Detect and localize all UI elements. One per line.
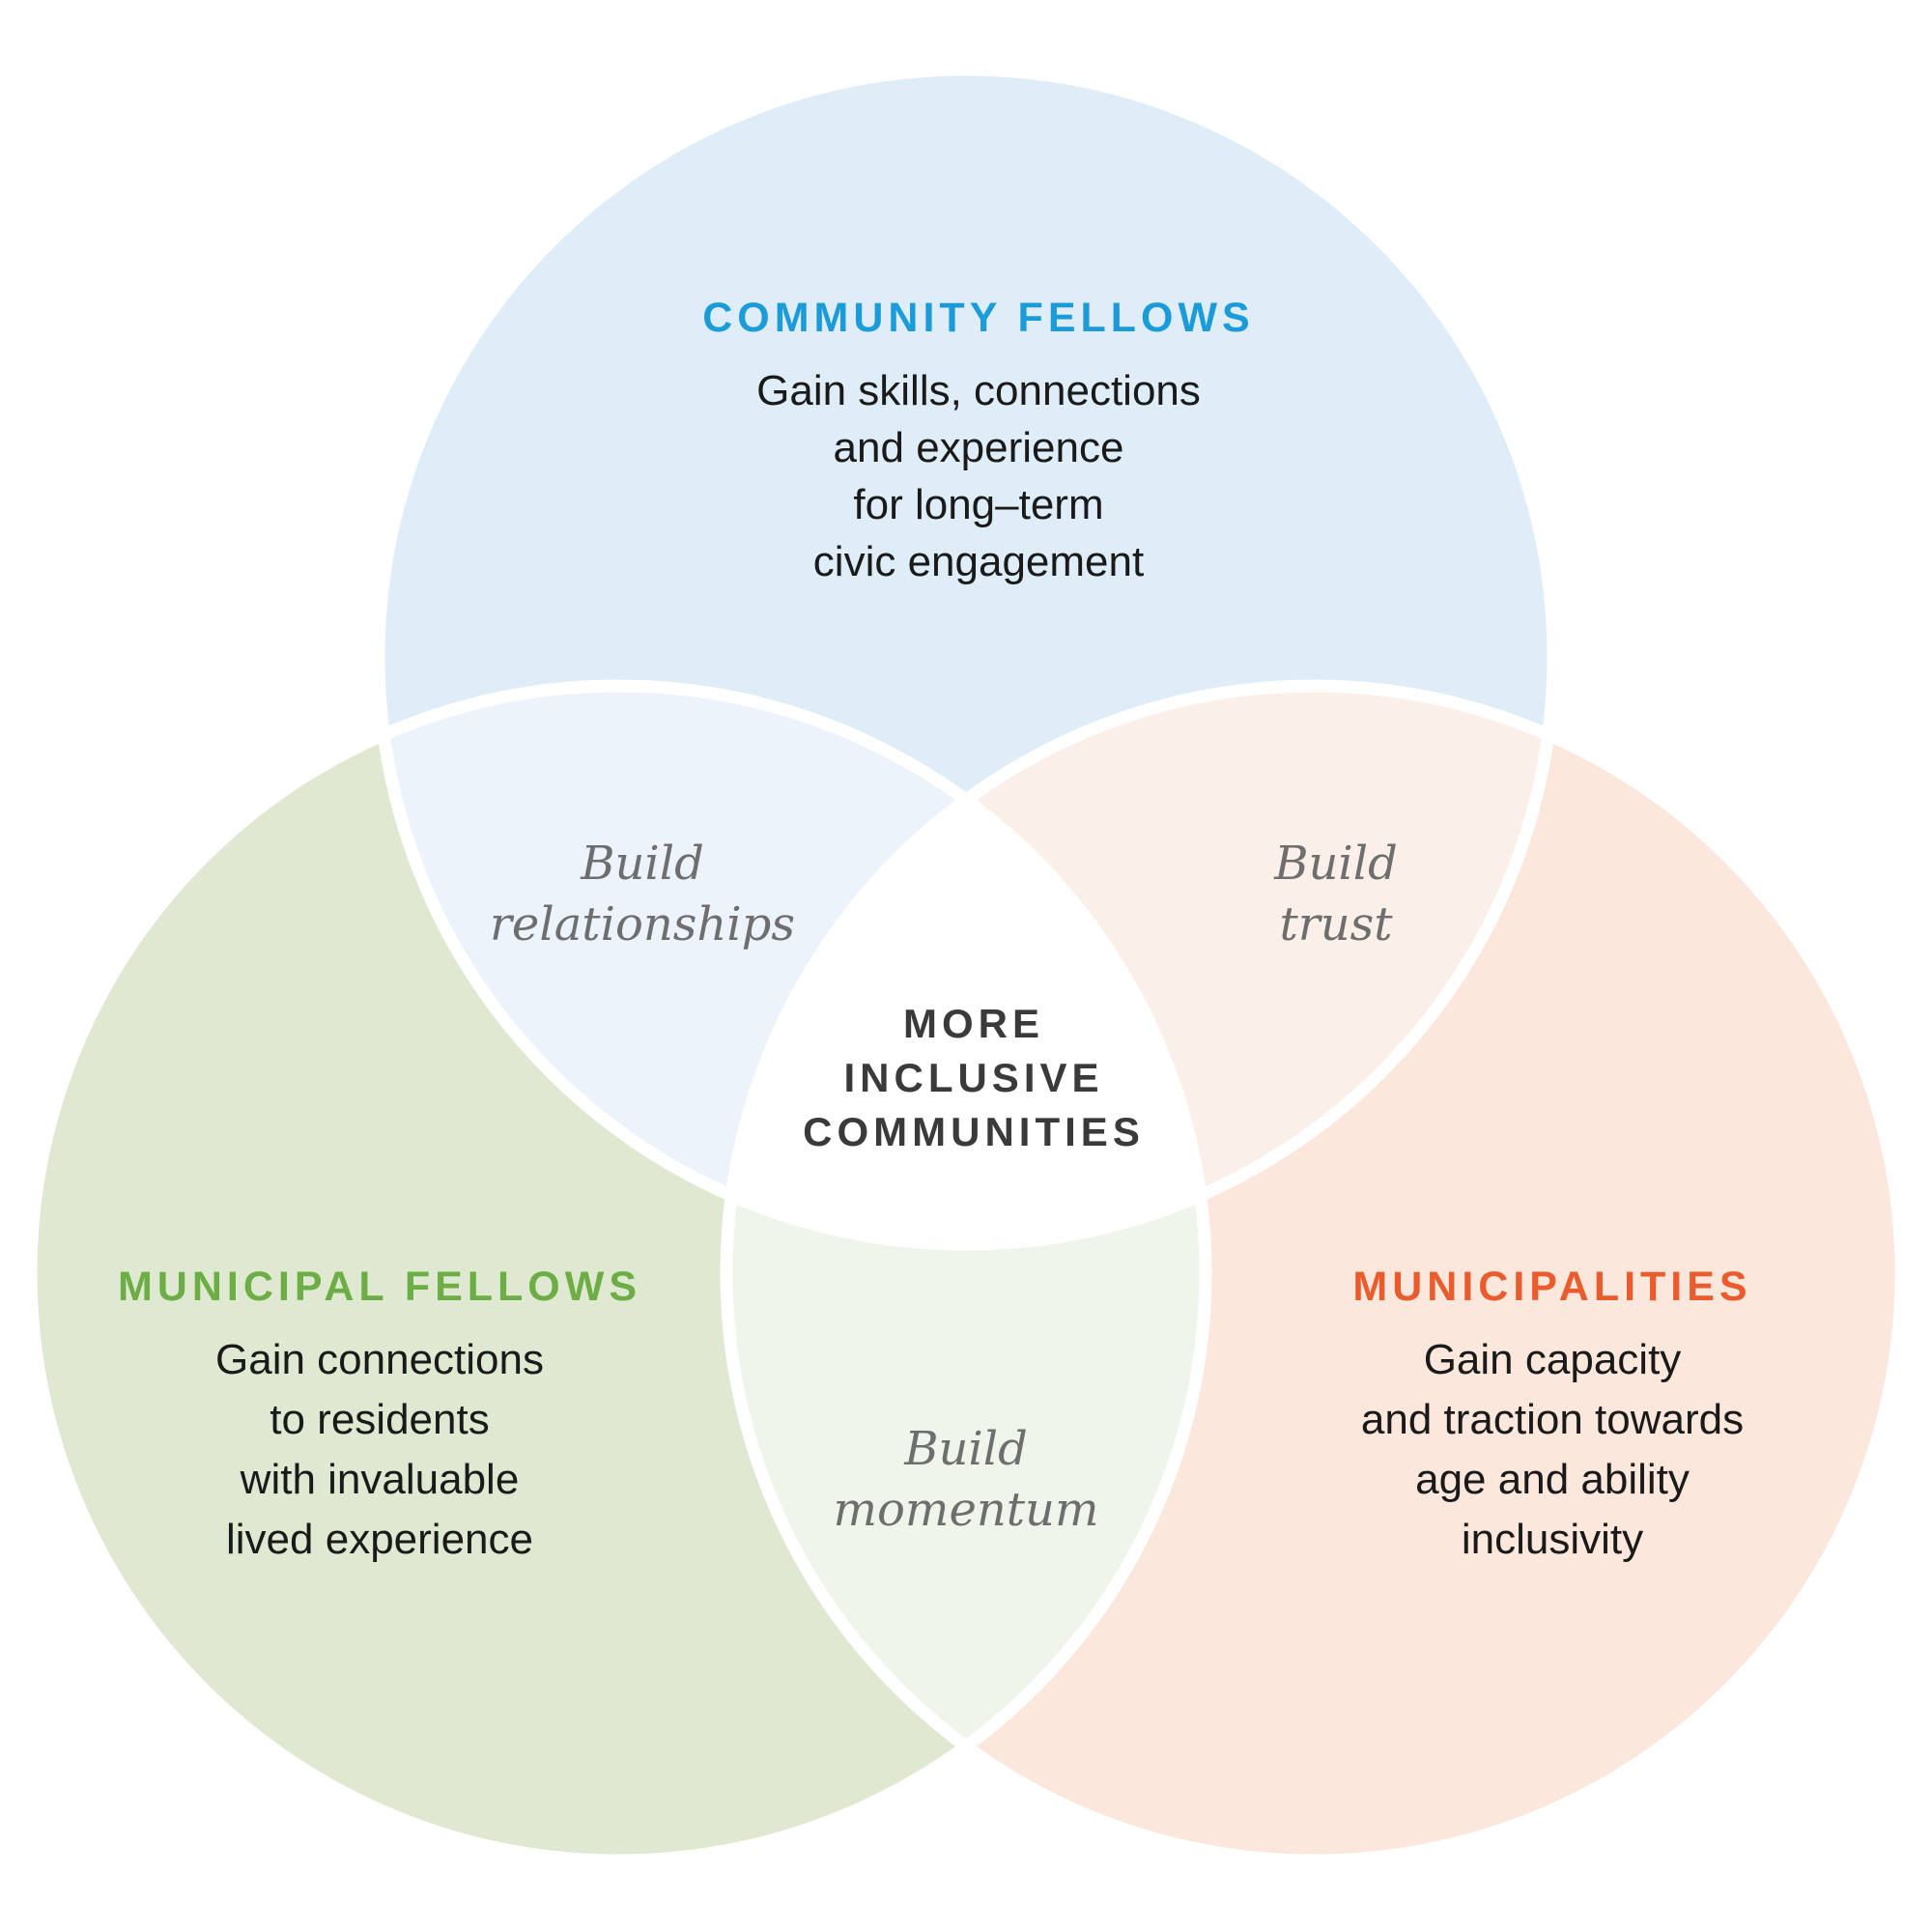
municipal-heading: MUNICIPAL FELLOWS — [117, 1264, 642, 1310]
center-label-line: INCLUSIVE — [843, 1055, 1104, 1100]
municipal-body: Gain connections to residents with inval… — [118, 1330, 641, 1570]
center-label-line: COMMUNITIES — [803, 1109, 1145, 1154]
build-trust-label: Build trust — [1274, 834, 1398, 955]
center-overlap — [726, 686, 1206, 1244]
overlap-label-line: Build — [904, 1422, 1028, 1476]
community-body-line: civic engagement — [812, 538, 1145, 585]
municipalities-body-line: age and ability — [1415, 1456, 1690, 1503]
center-label: MORE INCLUSIVE COMMUNITIES — [803, 997, 1145, 1159]
overlap-label-line: Build — [581, 837, 704, 891]
municipal-body-line: to residents — [270, 1396, 490, 1443]
build-momentum-label: Build momentum — [834, 1419, 1099, 1541]
overlap-label-line: trust — [1279, 897, 1393, 952]
municipal-circle-outline — [24, 679, 1212, 1867]
municipalities-text-block: MUNICIPALITIES Gain capacity and tractio… — [1352, 1261, 1751, 1570]
center-label-line: MORE — [903, 1001, 1044, 1046]
community-text-block: COMMUNITY FELLOWS Gain skills, connectio… — [702, 292, 1255, 590]
municipalities-body-line: Gain capacity — [1423, 1336, 1682, 1383]
community-body-line: for long–term — [853, 481, 1104, 528]
build-relationships-label: Build relationships — [490, 834, 795, 955]
community-body-line: and experience — [833, 424, 1124, 471]
municipalities-circle-outline — [720, 679, 1908, 1867]
community-body: Gain skills, connections and experience … — [702, 362, 1255, 590]
municipalities-body-line: and traction towards — [1360, 1396, 1745, 1443]
municipalities-heading: MUNICIPALITIES — [1352, 1264, 1752, 1310]
community-body-line: Gain skills, connections — [756, 367, 1201, 414]
municipal-text-block: MUNICIPAL FELLOWS Gain connections to re… — [118, 1261, 641, 1570]
municipal-body-line: with invaluable — [240, 1456, 520, 1503]
overlap-label-line: relationships — [489, 897, 796, 952]
community-heading: COMMUNITY FELLOWS — [702, 295, 1255, 341]
municipal-body-line: Gain connections — [214, 1336, 544, 1383]
municipal-body-line: lived experience — [226, 1516, 533, 1563]
municipalities-body-line: inclusivity — [1461, 1516, 1644, 1563]
overlap-label-line: momentum — [833, 1483, 1099, 1537]
municipalities-body: Gain capacity and traction towards age a… — [1352, 1330, 1751, 1570]
community-circle-outline — [372, 63, 1560, 1251]
overlap-label-line: Build — [1274, 837, 1398, 891]
